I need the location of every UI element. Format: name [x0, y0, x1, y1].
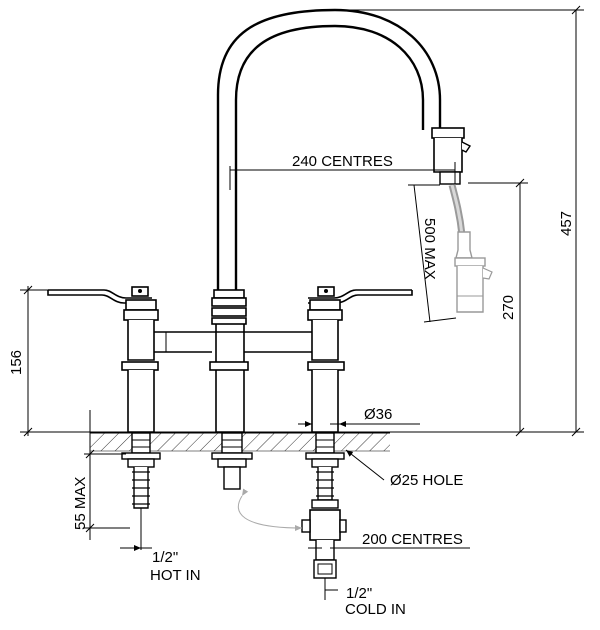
- hot-inlet-size: 1/2": [152, 549, 178, 566]
- body-diameter-label: Ø36: [364, 406, 392, 423]
- inlet-centres-label: 200 CENTRES: [362, 531, 463, 548]
- cold-inlet-callout: 1/2" COLD IN: [324, 578, 406, 618]
- shank-length-dimension: 55 MAX: [72, 410, 130, 540]
- hot-inlet-callout: 1/2" HOT IN: [120, 508, 201, 584]
- shank-length-label: 55 MAX: [72, 477, 89, 530]
- cold-shank: [301, 432, 347, 579]
- spout-height-label: 270: [500, 295, 517, 320]
- spout-centres-dimension: 240 CENTRES: [229, 153, 456, 190]
- hose-length-dimension: 500 MAX: [408, 184, 457, 323]
- hot-handle: [47, 286, 152, 304]
- handle-height-dimension: 156: [8, 285, 48, 437]
- hose-length-label: 500 MAX: [421, 218, 438, 280]
- pull-out-hose: [448, 184, 493, 313]
- overall-height-dimension: 457: [340, 5, 584, 437]
- bridge-body: [121, 289, 345, 433]
- inlet-centres-dimension: 200 CENTRES: [308, 531, 470, 549]
- overall-height-label: 457: [558, 211, 575, 236]
- body-diameter-dimension: Ø36: [298, 406, 420, 430]
- cold-inlet-label: COLD IN: [345, 601, 406, 618]
- hole-diameter-label: Ø25 HOLE: [390, 472, 463, 489]
- centre-shank: [211, 432, 253, 490]
- handle-height-label: 156: [8, 350, 25, 375]
- hot-shank: [121, 432, 161, 509]
- hot-inlet-label: HOT IN: [150, 567, 201, 584]
- hole-diameter-dimension: Ø25 HOLE: [345, 449, 463, 489]
- spout-centres-label: 240 CENTRES: [292, 153, 393, 170]
- hose-connection-arrow: [237, 488, 303, 531]
- cold-inlet-size: 1/2": [346, 585, 372, 602]
